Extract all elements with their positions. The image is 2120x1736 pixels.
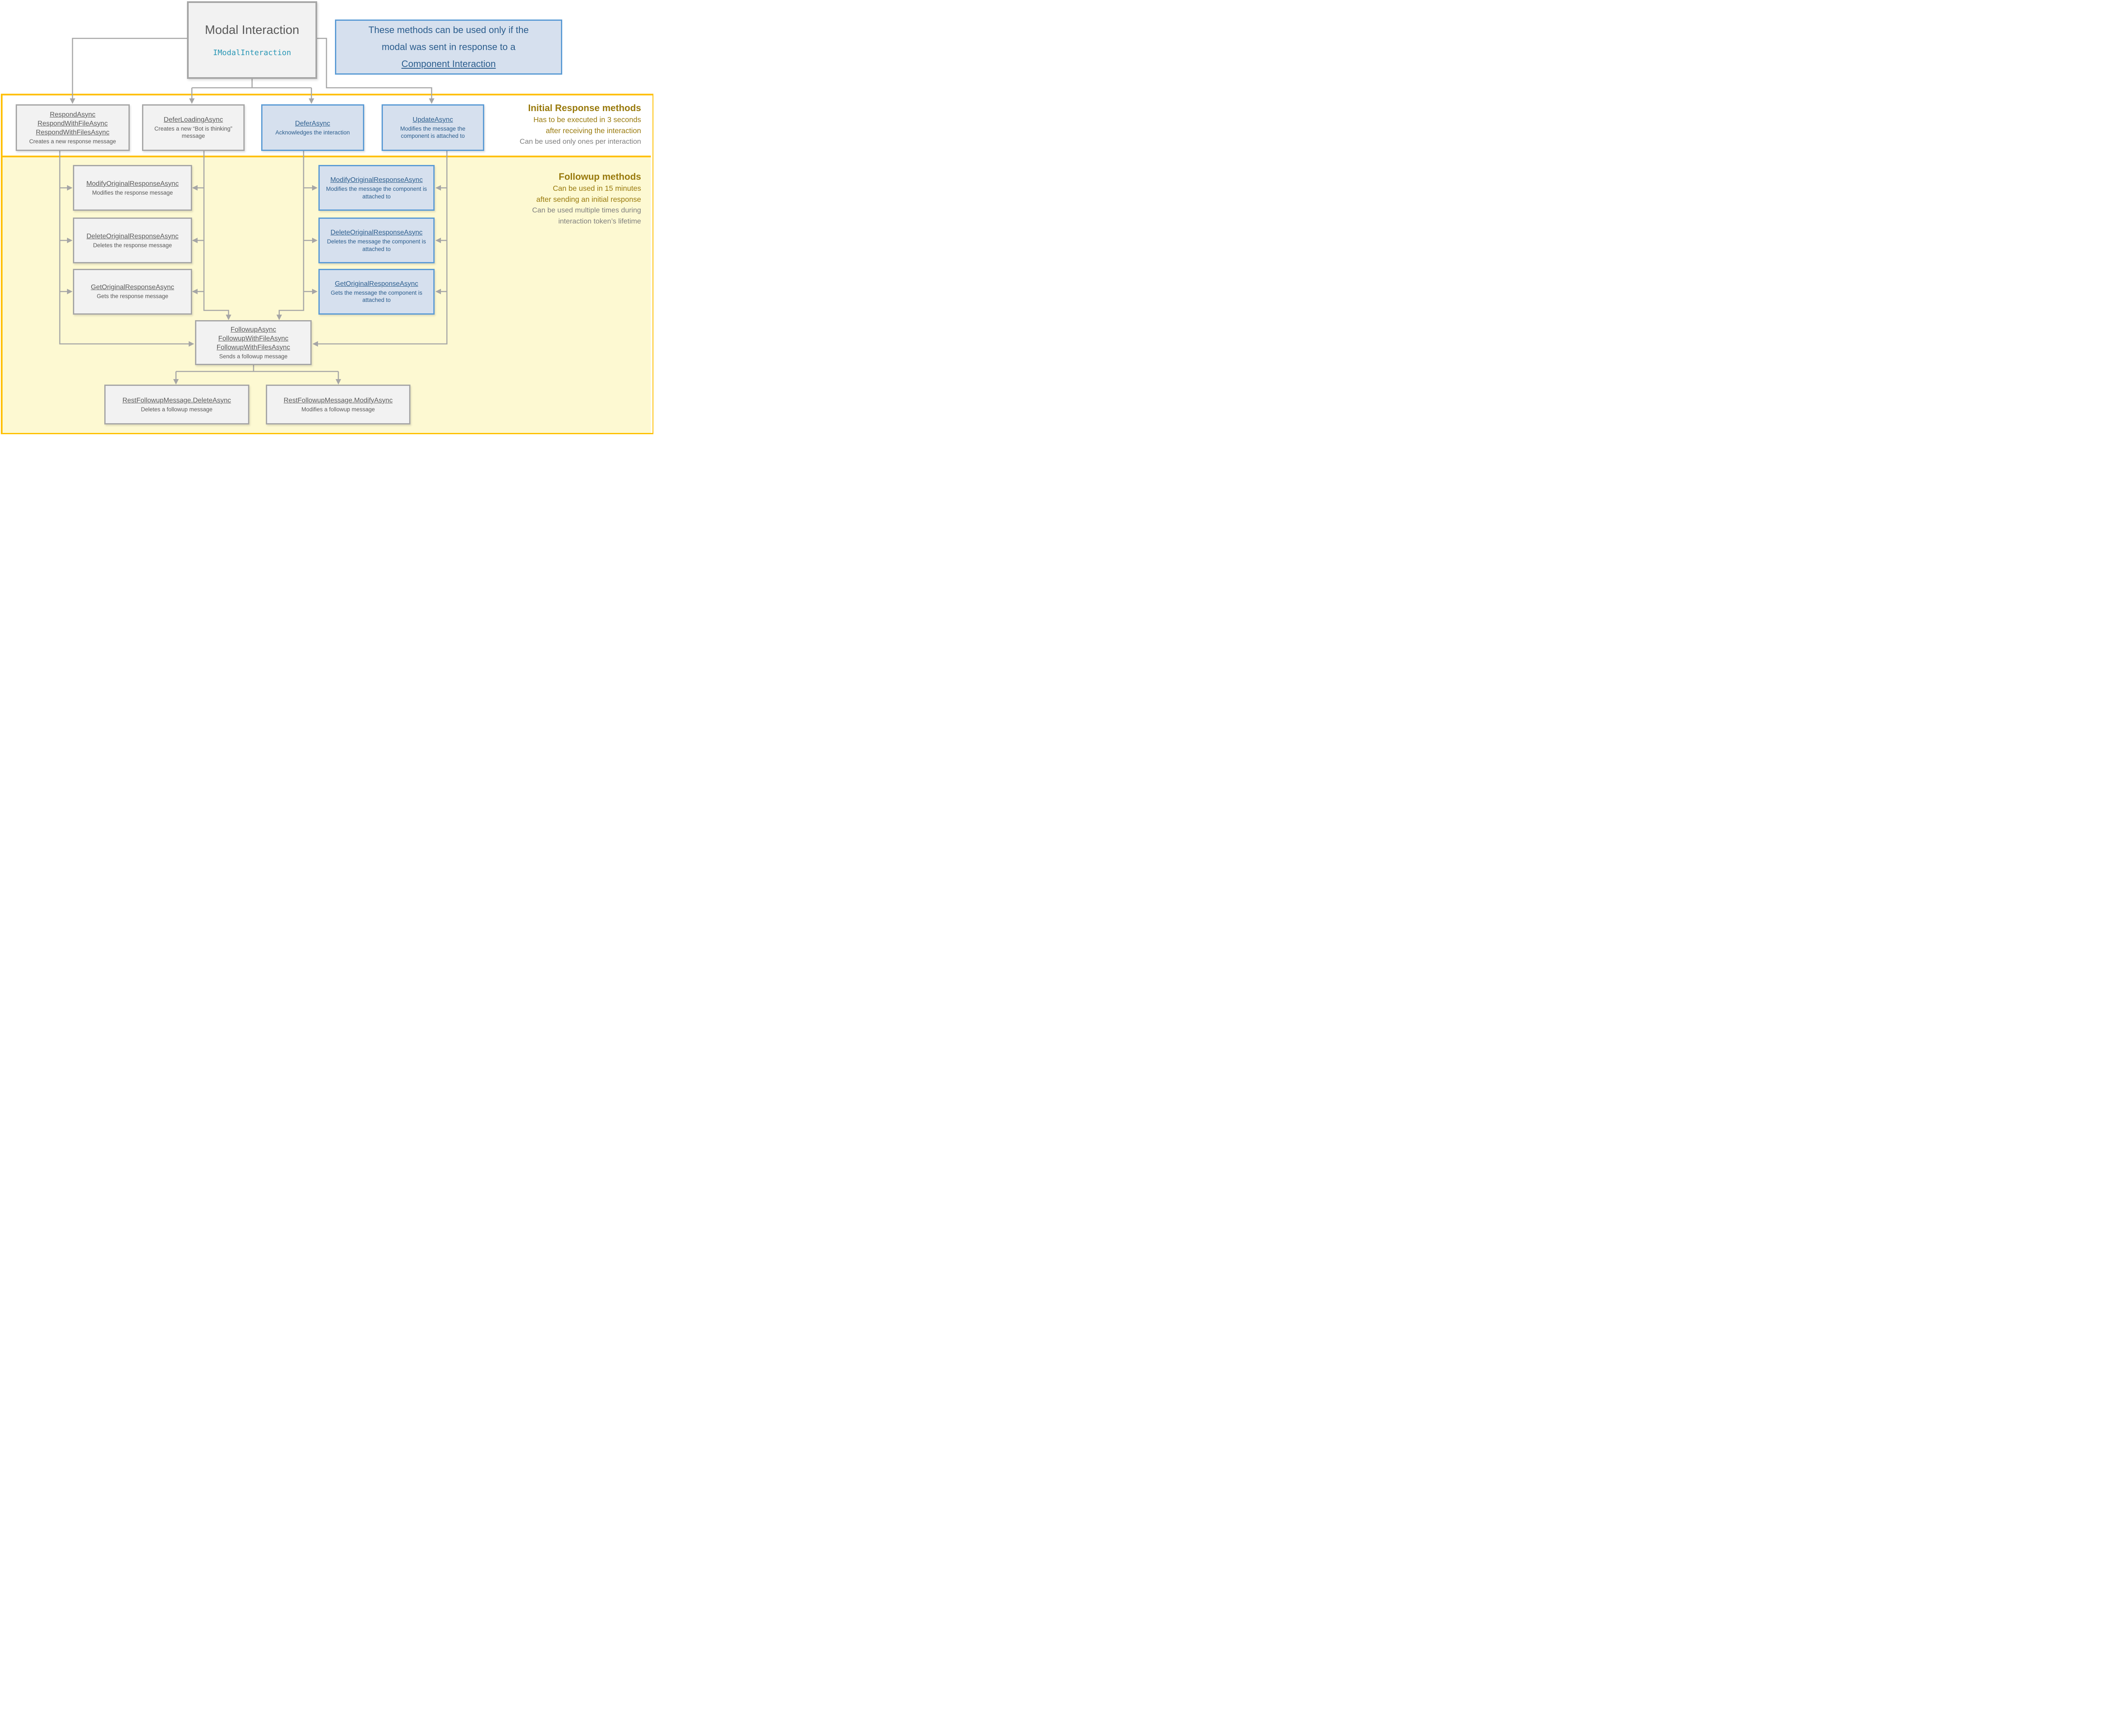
method-link-updateasync[interactable]: UpdateAsync bbox=[413, 116, 453, 123]
note-line1: These methods can be used only if the bbox=[368, 25, 529, 35]
node-description: Gets the message the component is attach… bbox=[330, 289, 423, 304]
diagram-canvas: Modal Interaction IModalInteraction Thes… bbox=[0, 0, 653, 434]
node-followup-async: FollowupAsync FollowupWithFileAsync Foll… bbox=[195, 320, 312, 365]
note-component-interaction: These methods can be used only if the mo… bbox=[335, 20, 562, 75]
initial-response-label-block: Initial Response methods Has to be execu… bbox=[520, 102, 641, 147]
method-link-modifyoriginalresponseasync[interactable]: ModifyOriginalResponseAsync bbox=[86, 180, 179, 187]
initial-response-constraint2: after receiving the interaction bbox=[546, 126, 641, 135]
method-link-followupasync[interactable]: FollowupAsync bbox=[230, 326, 276, 333]
followup-constraint1: Can be used in 15 minutes bbox=[552, 184, 641, 193]
node-defer-async: DeferAsync Acknowledges the interaction bbox=[261, 104, 364, 151]
node-delete-original-response-blue: DeleteOriginalResponseAsync Deletes the … bbox=[318, 218, 435, 263]
method-link-getoriginalresponseasync[interactable]: GetOriginalResponseAsync bbox=[91, 284, 174, 291]
node-description: Deletes a followup message bbox=[141, 406, 213, 413]
node-delete-original-response-gray: DeleteOriginalResponseAsync Deletes the … bbox=[73, 218, 192, 263]
node-description: Sends a followup message bbox=[219, 353, 288, 360]
method-link-deleteoriginalresponseasync[interactable]: DeleteOriginalResponseAsync bbox=[330, 229, 423, 236]
initial-response-constraint1: Has to be executed in 3 seconds bbox=[533, 115, 641, 124]
followup-note1: Can be used multiple times during bbox=[532, 206, 641, 214]
followup-constraint2: after sending an initial response bbox=[536, 195, 641, 204]
node-description: Gets the response message bbox=[97, 293, 168, 300]
method-link-getoriginalresponseasync[interactable]: GetOriginalResponseAsync bbox=[335, 280, 418, 287]
node-update-async: UpdateAsync Modifies the message the com… bbox=[382, 104, 484, 151]
initial-response-note: Can be used only ones per interaction bbox=[519, 137, 641, 145]
method-link-restfollowupmessage-deleteasync[interactable]: RestFollowupMessage.DeleteAsync bbox=[122, 396, 231, 404]
node-description: Modifies the response message bbox=[92, 189, 173, 196]
method-link-deferloadingasync[interactable]: DeferLoadingAsync bbox=[164, 116, 223, 123]
followup-note2: interaction token’s lifetime bbox=[558, 217, 641, 225]
node-description: Acknowledges the interaction bbox=[275, 129, 350, 136]
method-link-modifyoriginalresponseasync[interactable]: ModifyOriginalResponseAsync bbox=[330, 176, 423, 184]
method-link-respondasync[interactable]: RespondAsync bbox=[50, 111, 96, 118]
node-get-original-response-blue: GetOriginalResponseAsync Gets the messag… bbox=[318, 268, 435, 315]
node-description: Deletes the message the component is att… bbox=[327, 238, 426, 252]
method-link-deferasync[interactable]: DeferAsync bbox=[295, 120, 330, 127]
initial-response-heading: Initial Response methods bbox=[528, 103, 642, 113]
node-description: Modifies a followup message bbox=[301, 406, 375, 413]
method-link-followupwithfilesasync[interactable]: FollowupWithFilesAsync bbox=[216, 343, 290, 351]
node-modal-interaction: Modal Interaction IModalInteraction bbox=[187, 1, 317, 79]
method-link-deleteoriginalresponseasync[interactable]: DeleteOriginalResponseAsync bbox=[86, 232, 179, 240]
component-interaction-link[interactable]: Component Interaction bbox=[401, 59, 496, 69]
followup-heading: Followup methods bbox=[558, 171, 641, 182]
method-link-restfollowupmessage-modifyasync[interactable]: RestFollowupMessage.ModifyAsync bbox=[284, 396, 393, 404]
node-restfollowupmessage-deleteasync: RestFollowupMessage.DeleteAsync Deletes … bbox=[104, 385, 249, 424]
node-modify-original-response-gray: ModifyOriginalResponseAsync Modifies the… bbox=[73, 165, 192, 211]
node-description: Modifies the message the component is at… bbox=[400, 125, 466, 140]
node-get-original-response-gray: GetOriginalResponseAsync Gets the respon… bbox=[73, 268, 192, 315]
followup-label-block: Followup methods Can be used in 15 minut… bbox=[532, 171, 641, 227]
node-modify-original-response-blue: ModifyOriginalResponseAsync Modifies the… bbox=[318, 165, 435, 211]
node-defer-loading-async: DeferLoadingAsync Creates a new “Bot is … bbox=[142, 104, 245, 151]
method-link-respondwithfilesasync[interactable]: RespondWithFilesAsync bbox=[36, 128, 109, 136]
node-description: Creates a new response message bbox=[29, 138, 116, 145]
node-respond-async: RespondAsync RespondWithFileAsync Respon… bbox=[15, 104, 130, 151]
method-link-followupwithfileasync[interactable]: FollowupWithFileAsync bbox=[218, 335, 289, 342]
method-link-respondwithfileasync[interactable]: RespondWithFileAsync bbox=[37, 120, 108, 127]
node-description: Modifies the message the component is at… bbox=[326, 186, 427, 200]
interface-name[interactable]: IModalInteraction bbox=[213, 48, 291, 57]
node-restfollowupmessage-modifyasync: RestFollowupMessage.ModifyAsync Modifies… bbox=[266, 385, 410, 424]
page-title: Modal Interaction bbox=[205, 23, 299, 37]
node-description: Creates a new “Bot is thinking” message bbox=[154, 125, 232, 140]
note-line2: modal was sent in response to a bbox=[382, 42, 516, 52]
node-description: Deletes the response message bbox=[93, 242, 172, 248]
